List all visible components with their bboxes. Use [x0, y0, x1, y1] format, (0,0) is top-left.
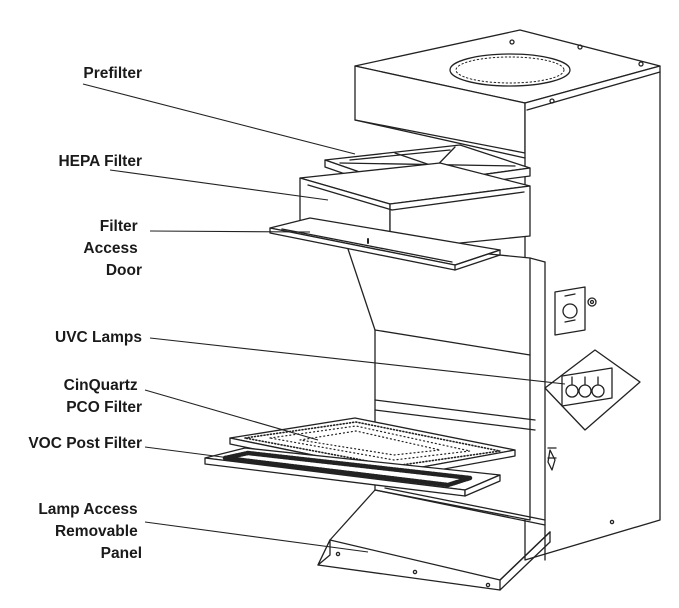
leader-prefilter — [82, 83, 356, 155]
leader-hepa — [109, 169, 329, 201]
lamp-access-panel-part — [317, 489, 615, 591]
label-hepa-filter: HEPA Filter — [58, 153, 142, 170]
label-prefilter: Prefilter — [83, 65, 142, 82]
label-filter-access-door: Filter Access Door — [83, 218, 142, 279]
label-uvc-lamps: UVC Lamps — [55, 329, 142, 346]
leader-door — [149, 230, 311, 233]
control-knob-icon — [562, 303, 578, 319]
top-cabinet — [354, 29, 661, 561]
voc-filter-part — [204, 447, 501, 497]
lower-body — [344, 239, 557, 561]
leader-pco — [144, 389, 319, 441]
control-panel — [554, 286, 597, 336]
filter-access-door-part — [269, 217, 501, 271]
label-lamp-access-panel: Lamp Access Removable Panel — [38, 501, 142, 562]
leader-uvc — [149, 337, 566, 385]
unit-drawing — [204, 29, 661, 591]
air-outlet-collar — [449, 53, 571, 87]
leader-voc — [144, 446, 254, 462]
lamp-assembly — [544, 349, 641, 431]
label-voc-post-filter: VOC Post Filter — [28, 435, 142, 452]
leader-lamp-panel — [144, 521, 369, 553]
label-cinquartz-pco-filter: CinQuartz PCO Filter — [64, 377, 142, 416]
part-labels: Prefilter HEPA Filter Filter Access Door… — [28, 65, 142, 562]
leader-lines — [82, 83, 566, 553]
